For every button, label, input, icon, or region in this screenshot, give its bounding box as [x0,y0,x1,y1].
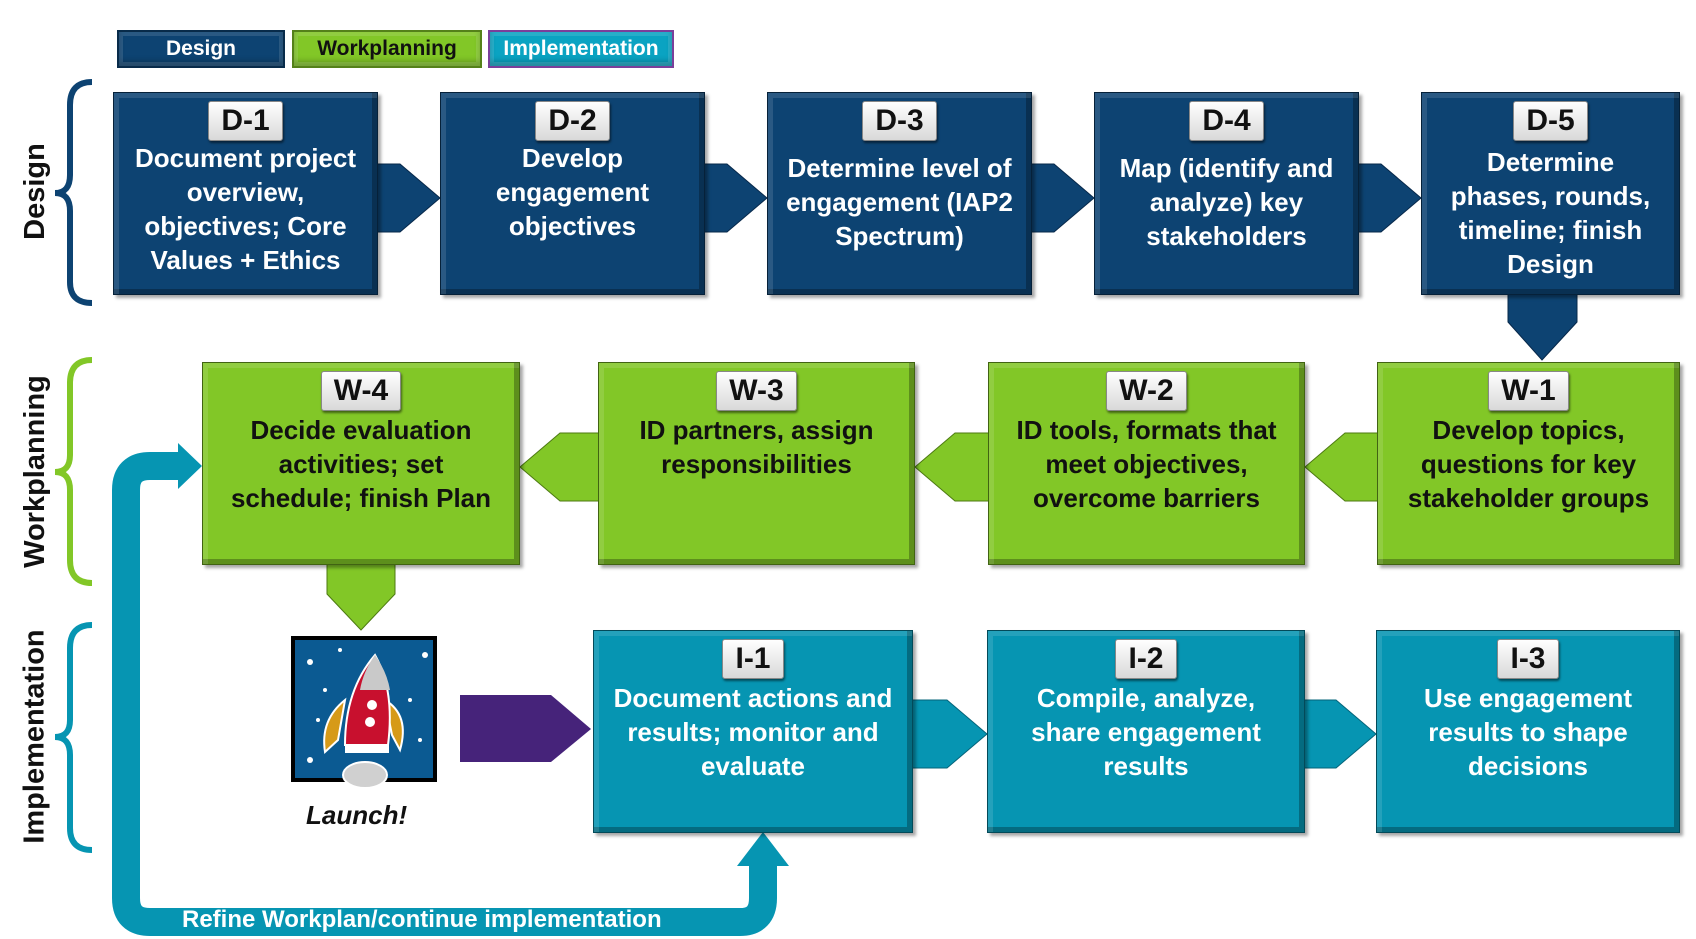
step-id: I-1 [722,639,784,679]
step-id: I-2 [1115,639,1177,679]
step-d5: D-5 Determine phases, rounds, timeline; … [1421,92,1680,295]
step-text: Map (identify and analyze) key stakehold… [1119,153,1334,251]
arrow-w4-launch [326,559,396,631]
arrow-d4-d5 [1352,163,1422,233]
step-id: D-4 [1189,101,1264,141]
workplanning-brace [54,357,93,586]
step-d2: D-2 Develop engagement objectives [440,92,705,295]
step-id: W-1 [1488,371,1569,411]
step-text: Develop engagement objectives [495,143,650,241]
step-text: Document actions and results; monitor an… [613,683,893,781]
step-id: D-5 [1513,101,1588,141]
feedback-arrowhead-bottom [737,832,789,866]
step-i1: I-1 Document actions and results; monito… [593,630,913,833]
implementation-brace [54,622,93,853]
step-id: W-3 [716,371,797,411]
arrow-d2-d3 [698,163,768,233]
arrow-d5-w1 [1507,289,1578,361]
step-id: D-2 [535,101,610,141]
step-text: Document project overview, objectives; C… [134,143,357,275]
step-w4: W-4 Decide evaluation activities; set sc… [202,362,520,565]
step-text: ID partners, assign responsibilities [639,415,874,479]
step-id: W-4 [320,371,402,411]
step-d1: D-1 Document project overview, objective… [113,92,378,295]
feedback-loop-path [112,452,777,936]
launch-label: Launch! [306,800,408,830]
phase-label-implementation: Implementation [18,629,51,844]
arrow-w1-w2 [1304,432,1383,502]
arrow-d3-d4 [1025,163,1095,233]
arrow-i1-i2 [907,699,988,769]
step-id: D-3 [862,101,937,141]
step-text: Develop topics, questions for key stakeh… [1407,415,1650,513]
step-id: W-2 [1106,371,1187,411]
arrow-d1-d2 [371,163,441,233]
step-i3: I-3 Use engagement results to shape deci… [1376,630,1680,833]
arrow-w2-w3 [914,432,994,502]
rocket-icon [291,636,437,789]
step-text: Compile, analyze, share engagement resul… [1031,683,1261,781]
legend-workplanning: Workplanning [292,30,482,68]
launch-arrow [460,695,591,762]
step-w2: W-2 ID tools, formats that meet objectiv… [988,362,1305,565]
step-id: I-3 [1497,639,1559,679]
step-text: Determine level of engagement (IAP2 Spec… [786,153,1013,251]
phase-label-workplanning: Workplanning [19,375,51,568]
step-w1: W-1 Develop topics, questions for key st… [1377,362,1680,565]
step-i2: I-2 Compile, analyze, share engagement r… [987,630,1305,833]
legend-design: Design [117,30,285,68]
design-brace [54,79,93,306]
step-text: Use engagement results to shape decision… [1423,683,1633,781]
legend-implementation: Implementation [488,30,674,68]
step-d4: D-4 Map (identify and analyze) key stake… [1094,92,1359,295]
step-d3: D-3 Determine level of engagement (IAP2 … [767,92,1032,295]
step-text: ID tools, formats that meet objectives, … [1016,415,1277,513]
arrow-i2-i3 [1299,699,1377,769]
feedback-loop-label: Refine Workplan/continue implementation [182,906,662,933]
feedback-arrowhead-top [178,443,202,489]
step-text: Decide evaluation activities; set schedu… [230,415,492,513]
step-w3: W-3 ID partners, assign responsibilities [598,362,915,565]
arrow-w3-w4 [519,432,604,502]
phase-label-design: Design [19,143,51,240]
step-text: Determine phases, rounds, timeline; fini… [1450,147,1651,279]
step-id: D-1 [208,101,283,141]
